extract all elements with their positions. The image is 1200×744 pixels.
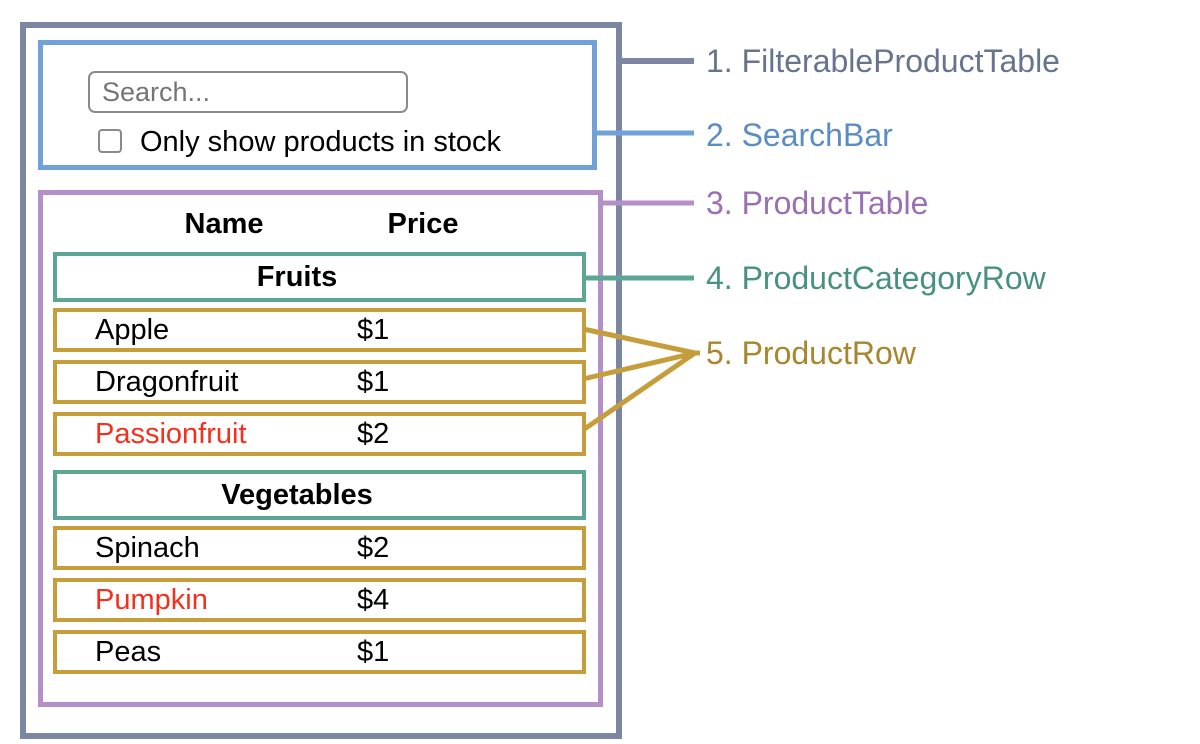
legend-label-producttable: 3. ProductTable <box>706 185 929 221</box>
product-row: Passionfruit $2 <box>53 412 586 456</box>
category-label: Vegetables <box>221 478 373 511</box>
legend-label-filterableproducttable: 1. FilterableProductTable <box>706 43 1060 79</box>
product-category-row: Fruits <box>53 252 586 302</box>
product-price: $1 <box>357 635 390 668</box>
product-price: $2 <box>357 531 390 564</box>
product-price: $4 <box>357 583 390 616</box>
product-name: Passionfruit <box>95 417 247 450</box>
product-name: Pumpkin <box>95 583 208 616</box>
product-row: Pumpkin $4 <box>53 578 586 622</box>
product-row: Dragonfruit $1 <box>53 360 586 404</box>
legend-label-productrow: 5. ProductRow <box>706 335 916 371</box>
product-name: Dragonfruit <box>95 365 239 398</box>
product-price: $1 <box>357 313 390 346</box>
product-row: Apple $1 <box>53 308 586 352</box>
product-name: Peas <box>95 635 162 668</box>
search-input[interactable] <box>88 71 408 113</box>
in-stock-checkbox-label[interactable]: Only show products in stock <box>140 126 502 158</box>
column-header-name: Name <box>184 208 264 240</box>
in-stock-checkbox[interactable] <box>98 129 122 153</box>
product-row: Peas $1 <box>53 630 586 674</box>
product-price: $2 <box>357 417 390 450</box>
product-row: Spinach $2 <box>53 526 586 570</box>
product-name: Spinach <box>95 531 200 564</box>
product-category-row: Vegetables <box>53 470 586 520</box>
product-name: Apple <box>95 313 170 346</box>
legend-label-productcategoryrow: 4. ProductCategoryRow <box>706 260 1046 296</box>
column-header-price: Price <box>387 208 459 240</box>
product-price: $1 <box>357 365 390 398</box>
category-label: Fruits <box>256 260 338 293</box>
legend-label-searchbar: 2. SearchBar <box>706 117 893 153</box>
